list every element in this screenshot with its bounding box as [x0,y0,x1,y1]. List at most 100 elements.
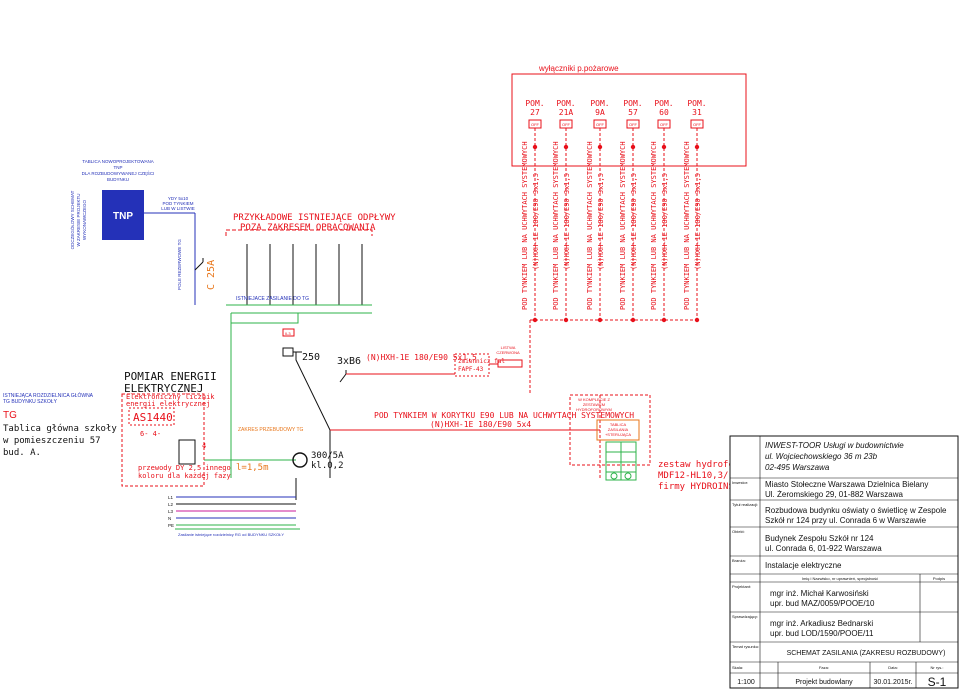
tg-desc-1: Tablica główna szkoły [3,423,117,434]
breaker-c25a: C 25A [206,260,217,290]
existing-outputs: PRZYKŁADOWE ISTNIEJĄCE ODPŁYWY POZA ZAKR… [225,213,396,306]
fire-terminal-dot [694,144,700,150]
fire-cable-label-1: POD TYNKIEM LUB NA UCHWYTACH SYSTEMOWYCH [683,141,691,310]
company-line-1: INWEST-TOOR Usługi w budownictwie [765,441,904,450]
fire-terminal-dot [563,144,569,150]
object-label: Obiekt: [732,529,745,534]
breaker-symbol [194,258,204,271]
fuse-250: 250 [302,352,320,363]
room-number: 9A [595,108,605,117]
ct-box [178,439,196,465]
tnp-label: TNP [113,211,133,222]
fuse-box [282,347,294,357]
number-value: S-1 [928,675,947,689]
cable-top-label: (N)HXH-1E 180/E90 5x1,5 [366,353,477,362]
fire-terminal-dot [597,144,603,150]
branch-label: Branża: [732,558,746,563]
pump-motor-2 [624,472,632,480]
fire-cable-label-1: POD TYNKIEM LUB NA UCHWYTACH SYSTEMOWYCH [586,141,594,310]
terminal-label: IL3 [285,331,291,336]
route-label-1: POD TYNKIEM W KORYTKU E90 LUB NA UCHWYTA… [374,411,634,420]
meter-ratio: 6- 4- [140,430,161,438]
room-pom: POM. [623,99,642,108]
existing-supply-note: Zasilanie istniejące rozdzielnicy RG od … [178,532,284,537]
meter-model-box [128,407,175,426]
room-pom: POM. [654,99,673,108]
phase-label: Faza: [819,665,829,670]
company-line-3: 02-495 Warszawa [765,463,830,472]
fire-cable-label-1: POD TYNKIEM LUB NA UCHWYTACH SYSTEMOWYCH [619,141,627,310]
branch-value: Instalacje elektryczne [765,561,842,570]
existing-feeder-lines [246,244,363,305]
fire-switch-label: OFF [562,122,571,127]
tnp-box [102,190,144,240]
fire-cable-label-2: (N)HXH-1E 180/E90 3x1,5 [694,173,702,270]
fire-cable-label-1: POD TYNKIEM LUB NA UCHWYTACH SYSTEMOWYCH [650,141,658,310]
fire-cable-label-2: (N)HXH-1E 180/E90 3x1,5 [661,173,669,270]
fire-bus-dot [661,317,667,323]
pump-motor-1 [610,472,618,480]
no-label: Nr rys.: [931,665,944,670]
topic-label: Tytuł realizacji: [732,502,758,507]
existing-bracket [225,229,373,236]
fire-switch-label: OFF [660,122,669,127]
pump-frame [569,394,651,466]
topic-line-1: Rozbudowa budynku oświaty o świetlicę w … [765,506,947,515]
designer-line-1: mgr inż. Michał Karwosiński [770,589,869,598]
fire-cable-label-1: POD TYNKIEM LUB NA UCHWYTACH SYSTEMOWYCH [521,141,529,310]
route-label-2: (N)HXH-1E 180/E90 5x4 [430,420,531,429]
room-pom: POM. [687,99,706,108]
fire-switch-label: OFF [629,122,638,127]
fire-cable-label-2: (N)HXH-1E 180/E90 3x1,5 [630,173,638,270]
existing-note-2: POZA ZAKRESEM OPRACOWANIA [240,223,376,233]
existing-supply-label: ISTNIEJACE ZASILANIE DO TG [236,296,309,302]
meter-frame [121,393,205,487]
col-header: Imię i Nazwisko, nr uprawnień, specjalno… [802,576,878,581]
fire-terminal-dot [630,144,636,150]
room-number: 27 [530,108,540,117]
sign-header: Podpis [933,576,945,581]
checker-line-2: upr. bud LOD/1590/POOE/11 [770,629,874,638]
phase-label-pe: PE [168,523,174,528]
meter-model: AS1440 [133,411,173,424]
room-pom: POM. [590,99,609,108]
drawing-value: SCHEMAT ZASILANIA (ZAKRESU ROZBUDOWY) [787,650,946,657]
converter-box [454,353,490,377]
fire-cable-label-2: (N)HXH-1E 180/E90 3x1,5 [532,173,540,270]
date-value: 30.01.2015r. [874,679,913,686]
scale-label: Skala: [732,665,743,670]
fire-cable-label-2: (N)HXH-1E 180/E90 3x1,5 [597,173,605,270]
current-transformer [292,452,308,468]
measure-title-2: ELEKTRYCZNEJ [124,382,203,395]
fire-switch-label: OFF [531,122,540,127]
company-line-2: ul. Wojciechowskiego 36 m 23b [765,452,878,461]
tg-label: TG [3,410,17,421]
terminal-box [282,328,295,337]
room-number: 60 [659,108,669,117]
switch-symbol [339,370,347,383]
zakres-label: ZAKRES PRZEBUDOWY TG [238,427,303,433]
phase-label-l2: L2 [168,502,174,507]
investor-label: Inwestor: [732,480,748,485]
fire-cable-label-1: POD TYNKIEM LUB NA UCHWYTACH SYSTEMOWYCH [552,141,560,310]
object-line-1: Budynek Zespołu Szkół nr 124 [765,534,874,543]
fire-switch-label: OFF [596,122,605,127]
room-pom: POM. [556,99,575,108]
pole-note: POLE REZERWOWE TG [177,239,182,290]
fire-switch-label: OFF [693,122,702,127]
tablica-box [596,419,640,441]
phase-label-n: N [168,516,171,521]
